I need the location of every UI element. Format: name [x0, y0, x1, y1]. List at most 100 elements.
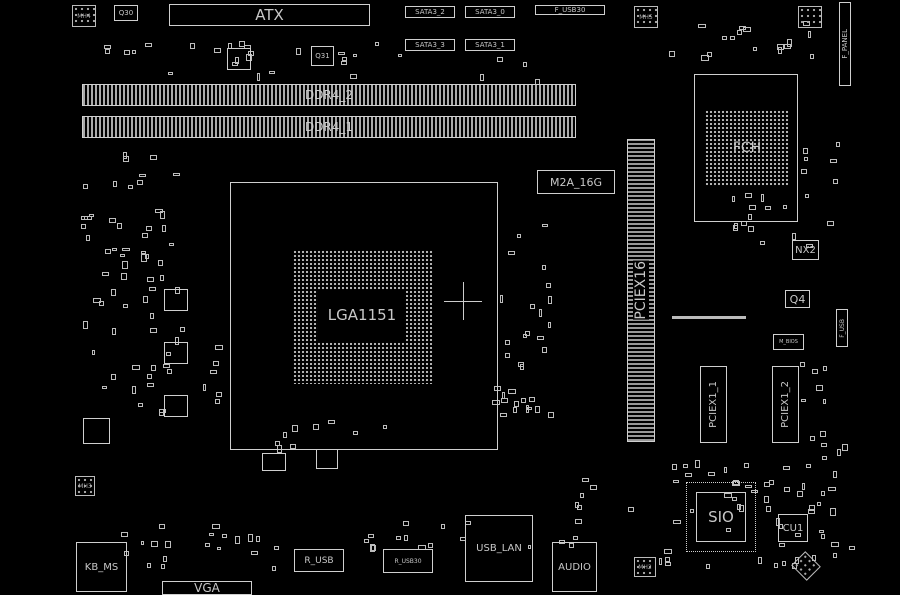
choke-3	[164, 395, 188, 417]
smd-pad	[123, 303, 129, 308]
smd-pad	[159, 409, 165, 417]
choke-2	[164, 342, 188, 364]
smd-pad	[723, 493, 732, 499]
smd-pad	[105, 249, 112, 255]
smd-pad	[541, 346, 547, 353]
smd-pad	[149, 313, 154, 320]
smd-pad	[783, 465, 791, 470]
smd-pad	[695, 460, 701, 469]
smd-pad	[836, 141, 841, 147]
sata3-2-connector: SATA3_2	[405, 6, 455, 18]
smd-pad	[764, 482, 771, 488]
smd-pad	[514, 400, 520, 407]
smd-pad	[349, 74, 357, 80]
smd-pad	[110, 373, 116, 380]
mounting-hole-mh5: MH5	[634, 6, 658, 28]
cpu-socket-outline	[230, 182, 498, 450]
smd-pad	[149, 327, 157, 333]
smd-pad	[83, 183, 89, 189]
smd-pad	[353, 54, 358, 58]
smd-pad	[204, 543, 210, 548]
smd-pad	[783, 44, 791, 50]
q4-chip: Q4	[785, 290, 810, 308]
smd-pad	[752, 47, 757, 52]
smd-pad	[268, 70, 275, 74]
smd-pad	[741, 221, 748, 227]
smd-pad	[92, 350, 96, 356]
smd-pad	[808, 504, 815, 511]
smd-pad	[165, 541, 172, 549]
smd-pad	[526, 405, 530, 414]
f-usb-label: F_USB	[838, 318, 846, 338]
smd-pad	[231, 62, 238, 67]
smd-pad	[142, 295, 148, 303]
smd-pad	[732, 480, 741, 486]
smd-pad	[140, 251, 146, 255]
fch-label: FCH	[732, 140, 762, 156]
smd-pad	[369, 543, 375, 552]
smd-pad	[760, 240, 766, 245]
smd-pad	[179, 326, 185, 332]
smd-pad	[745, 484, 753, 488]
smd-pad	[428, 543, 434, 549]
smd-pad	[116, 222, 122, 229]
smd-pad	[216, 546, 221, 550]
smd-pad	[395, 536, 401, 541]
smd-pad	[131, 385, 136, 394]
smd-pad	[820, 533, 825, 539]
smd-pad	[837, 449, 842, 457]
smd-pad	[705, 563, 710, 569]
smd-pad	[383, 425, 388, 430]
trace-bar	[672, 316, 746, 319]
smd-pad	[775, 517, 780, 526]
choke-4	[262, 453, 286, 471]
smd-pad	[149, 155, 157, 161]
smd-pad	[628, 506, 635, 512]
smd-pad	[516, 234, 521, 239]
smd-pad	[123, 49, 130, 55]
smd-pad	[363, 539, 369, 544]
smd-pad	[235, 56, 240, 64]
f-panel-label: F_PANEL	[841, 29, 849, 59]
smd-pad	[581, 477, 589, 482]
smd-pad	[724, 467, 728, 474]
smd-pad	[807, 508, 815, 514]
smd-pad	[441, 523, 446, 529]
smd-pad	[165, 351, 171, 356]
smd-pad	[138, 403, 144, 408]
smd-pad	[290, 443, 297, 449]
crosshair-v	[463, 282, 464, 320]
smd-pad	[175, 336, 180, 345]
smd-pad	[830, 158, 838, 163]
smd-pad	[142, 233, 149, 238]
smd-pad	[146, 225, 153, 231]
smd-pad	[105, 49, 110, 55]
smd-pad	[138, 173, 146, 177]
smd-pad	[665, 556, 671, 562]
smd-pad	[801, 398, 807, 402]
smd-pad	[248, 534, 254, 543]
smd-pad	[668, 51, 675, 58]
smd-pad	[537, 336, 545, 341]
smd-pad	[501, 392, 505, 400]
usb-lan-connector: USB_LAN	[465, 515, 533, 582]
smd-pad	[312, 423, 319, 430]
smd-pad	[82, 320, 88, 329]
smd-pad	[190, 43, 196, 50]
smd-pad	[542, 223, 549, 227]
smd-pad	[500, 413, 508, 418]
smd-pad	[167, 369, 173, 375]
smd-pad	[782, 561, 787, 567]
smd-pad	[84, 215, 93, 220]
f-usb30-header: F_USB30	[535, 5, 605, 15]
smd-pad	[816, 502, 821, 507]
smd-pad	[519, 363, 524, 370]
smd-pad	[148, 287, 156, 292]
smd-pad	[545, 282, 551, 288]
cu1-chip: CU1	[778, 514, 808, 542]
vga-connector: VGA	[162, 581, 252, 595]
smd-pad	[292, 424, 299, 432]
sio-footprint	[686, 482, 756, 552]
smd-pad	[842, 443, 849, 451]
smd-pad	[131, 364, 140, 370]
